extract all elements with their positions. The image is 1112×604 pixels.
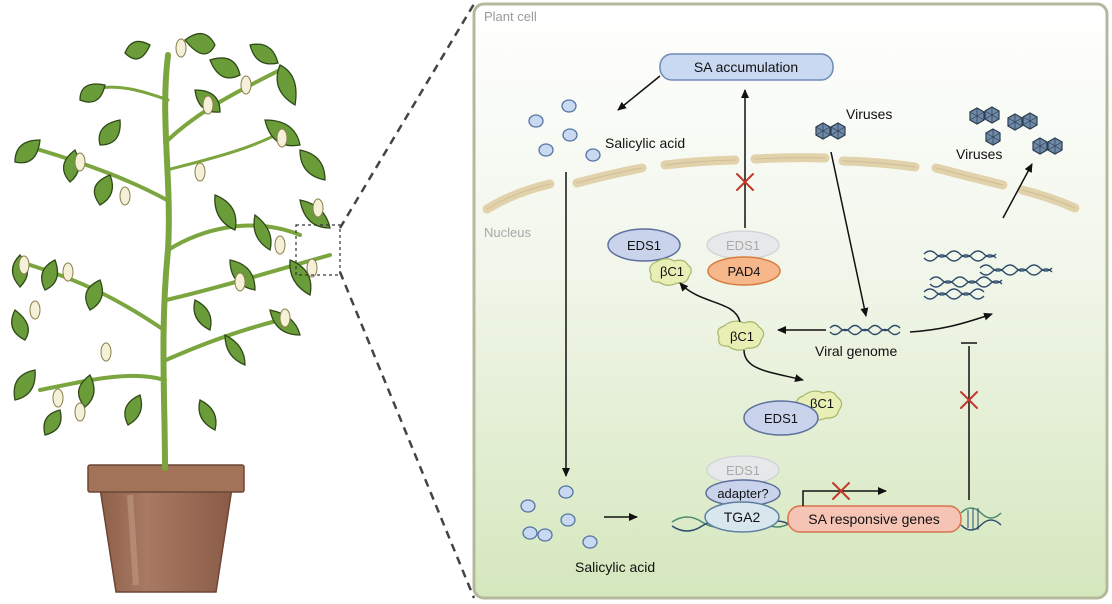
- tga2-complex: EDS1 adapter? TGA2: [671, 455, 793, 533]
- bc1-left-text: βC1: [660, 264, 684, 279]
- pad4-text: PAD4: [728, 264, 761, 279]
- salicylic-acid-label-bottom: Salicylic acid: [575, 559, 655, 575]
- tga2-text: TGA2: [724, 509, 761, 525]
- zoom-target-box: [295, 224, 341, 276]
- sa-accumulation-box: SA accumulation: [659, 53, 834, 81]
- plant-leaves: [11, 33, 331, 436]
- nuclear-membrane-outline: [486, 157, 1076, 210]
- plant-cell-label: Plant cell: [484, 9, 537, 24]
- adapter-text: adapter?: [717, 486, 768, 501]
- zoom-connector-lines: [338, 3, 476, 599]
- sa-responsive-genes-text: SA responsive genes: [808, 511, 940, 527]
- pathway-arrows: [562, 75, 1033, 521]
- eds1-faded-text: EDS1: [726, 238, 760, 253]
- eds1-lower-text: EDS1: [764, 411, 798, 426]
- salicylic-acid-molecules-top: [528, 99, 601, 162]
- tomato-plant-illustration: [11, 33, 341, 593]
- plant-cell-panel: [472, 2, 1109, 600]
- viruses-label-outgoing: Viruses: [956, 146, 1002, 162]
- replicated-viral-dna: [923, 250, 1053, 300]
- bc1-center-text: βC1: [730, 329, 754, 344]
- plant-stems: [28, 52, 332, 471]
- salicylic-acid-molecules-bottom: [520, 485, 598, 549]
- bc1-center: βC1: [717, 320, 765, 351]
- viral-genome-dna: [829, 324, 901, 336]
- flower-pot: [87, 464, 245, 593]
- bc1-lower-text: βC1: [810, 396, 834, 411]
- plant-flowers: [18, 38, 324, 422]
- sa-responsive-genes: SA responsive genes: [787, 505, 1002, 533]
- viruses-label-incoming: Viruses: [846, 106, 892, 122]
- eds1-bc1-complex-lower: βC1 EDS1: [743, 390, 843, 436]
- eds1-bc1-complex-left: EDS1 βC1: [607, 228, 692, 286]
- nucleus-label: Nucleus: [484, 225, 531, 240]
- eds1-left-text: EDS1: [627, 238, 661, 253]
- viral-genome-label: Viral genome: [815, 343, 897, 359]
- salicylic-acid-label-top: Salicylic acid: [605, 135, 685, 151]
- inhibition-crosses: [736, 173, 978, 500]
- eds1-faded-bottom-text: EDS1: [726, 463, 760, 478]
- eds1-pad4-complex: EDS1 PAD4: [706, 230, 781, 286]
- sa-accumulation-text: SA accumulation: [694, 59, 798, 75]
